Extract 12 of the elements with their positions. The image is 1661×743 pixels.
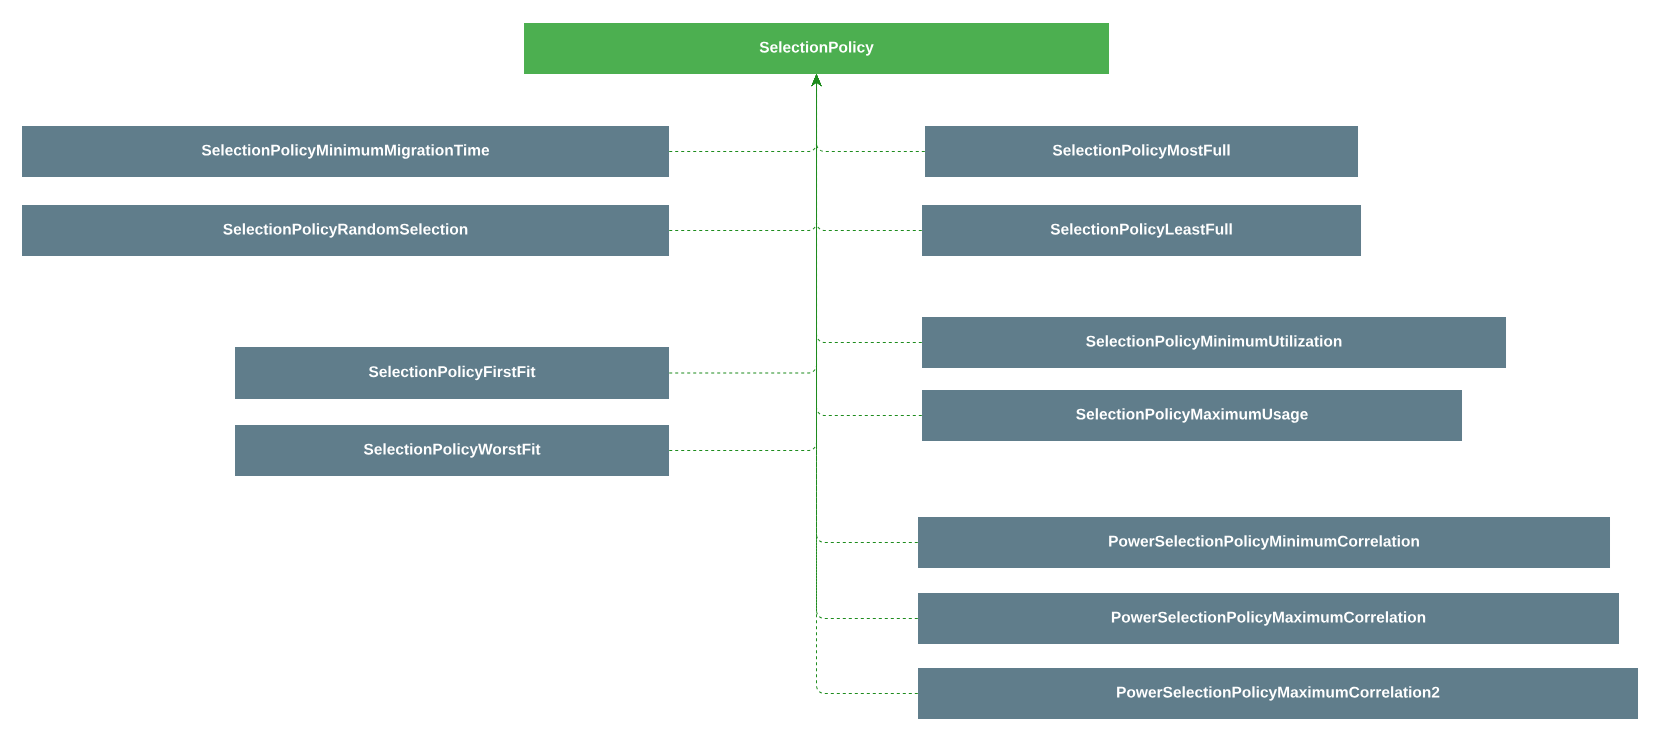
class-box: SelectionPolicyMinimumMigrationTime: [22, 126, 669, 177]
class-box: PowerSelectionPolicyMinimumCorrelation: [918, 517, 1610, 568]
parent-class-box: SelectionPolicy: [524, 23, 1109, 74]
class-box: PowerSelectionPolicyMaximumCorrelation2: [918, 668, 1638, 719]
class-box: SelectionPolicyWorstFit: [235, 425, 669, 476]
class-box: PowerSelectionPolicyMaximumCorrelation: [918, 593, 1619, 644]
class-box: SelectionPolicyLeastFull: [922, 205, 1361, 256]
class-box: SelectionPolicyMinimumUtilization: [922, 317, 1506, 368]
class-box: SelectionPolicyMaximumUsage: [922, 390, 1462, 441]
class-box: SelectionPolicyFirstFit: [235, 347, 669, 399]
class-box: SelectionPolicyRandomSelection: [22, 205, 669, 256]
class-box: SelectionPolicyMostFull: [925, 126, 1358, 177]
